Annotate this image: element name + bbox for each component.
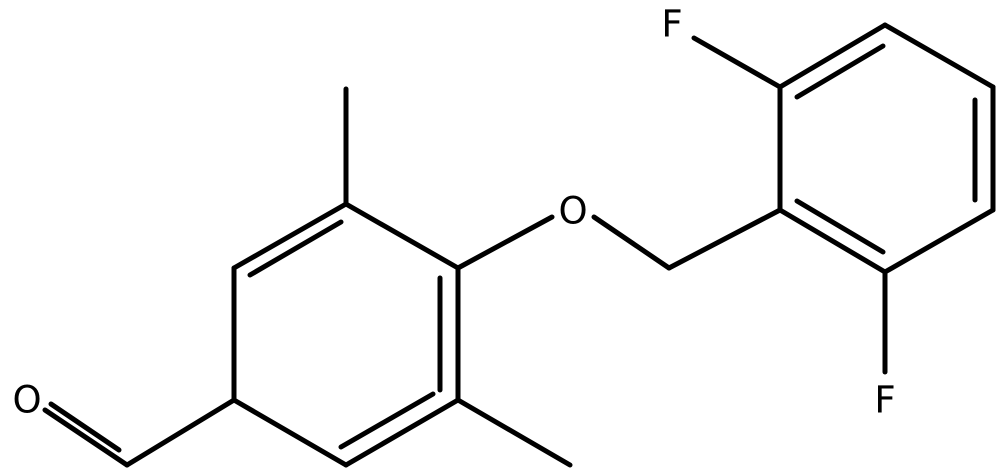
bond-ring2-c (882, 22, 996, 90)
bond-ring1-d (343, 397, 461, 468)
bond-ring2-f-inner (794, 198, 886, 255)
bond-ring2-b-inner (794, 43, 886, 100)
bond-ring2-b (777, 22, 888, 90)
bond-methyl-bottom (455, 397, 573, 468)
bond-ring1-d-inner (338, 391, 436, 450)
bond-f-top (691, 35, 783, 90)
bond-ring1-a (231, 201, 349, 271)
fluorine-top-label: F (661, 3, 682, 46)
fluorine-bottom-label: F (874, 379, 895, 422)
bond-ring1-a-inner (247, 219, 344, 278)
bond-ether-aryl (455, 214, 555, 271)
oxygen-ether-label: O (558, 190, 587, 233)
bond-aldehyde-c (124, 397, 237, 468)
bond-ring2-f (777, 207, 888, 275)
bond-ether-ch2 (591, 214, 672, 271)
benzaldehyde-ring (231, 201, 461, 468)
bond-ch2-ring2 (666, 207, 783, 271)
bond-ring1-f (343, 201, 461, 271)
bond-aldehyde-co (42, 407, 130, 468)
difluorophenyl-ring (777, 22, 996, 275)
bond-ring2-e (882, 207, 996, 275)
oxygen-aldehyde-label: O (12, 379, 41, 422)
bond-ring1-c (231, 397, 349, 468)
bond-aldehyde-co-inner (48, 401, 122, 453)
